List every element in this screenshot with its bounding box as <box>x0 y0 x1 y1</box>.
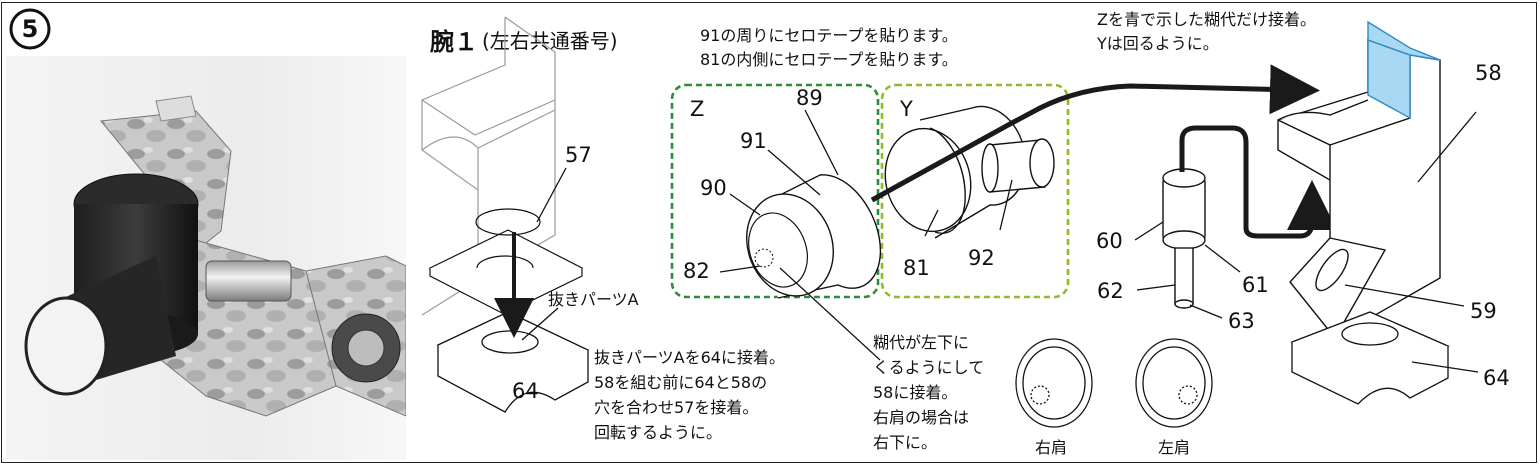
group-y-label: Y <box>899 97 913 121</box>
part-60-cylinder <box>1162 168 1206 250</box>
label-left-shoulder: 左肩 <box>1158 438 1190 457</box>
label-91: 91 <box>740 129 767 153</box>
note-bl-4: 回転するように。 <box>594 423 722 442</box>
leader-glue-note <box>779 267 881 361</box>
label-60: 60 <box>1096 229 1123 253</box>
main-assembly-arrow <box>870 64 1320 203</box>
label-64-left: 64 <box>512 379 539 403</box>
note-bm-4: 右肩の場合は <box>873 408 969 427</box>
leader-58 <box>1417 111 1477 183</box>
part-64-right <box>1290 311 1450 405</box>
leader-60 <box>1134 221 1164 241</box>
photo-top-tab <box>155 95 197 122</box>
label-81: 81 <box>903 256 930 280</box>
leader-part-a <box>521 307 559 341</box>
note-glue-2: Yは回るように。 <box>1096 34 1219 53</box>
note-tape-1: 91の周りにセロテープを貼ります。 <box>700 26 958 45</box>
leader-63 <box>1189 304 1223 319</box>
diagram-title: 腕１ <box>429 28 478 56</box>
part-57-disc <box>475 208 541 236</box>
label-58: 58 <box>1475 61 1502 85</box>
photo-tube-opening <box>24 296 108 396</box>
label-92: 92 <box>968 246 995 270</box>
label-57: 57 <box>565 143 592 167</box>
leader-57 <box>536 167 567 223</box>
note-bm-2: くるようにして <box>873 358 984 377</box>
label-right-shoulder: 右肩 <box>1035 438 1067 457</box>
right-shoulder-diagram <box>1015 338 1093 428</box>
leader-91 <box>767 149 821 196</box>
note-tape-2: 81の内側にセロテープを貼ります。 <box>700 50 958 69</box>
note-bm-3: 58に接着。 <box>873 383 957 402</box>
label-59: 59 <box>1470 299 1497 323</box>
leader-92 <box>999 179 1013 231</box>
leader-90 <box>729 193 761 216</box>
leader-82 <box>719 265 761 273</box>
part-62-rod <box>1174 247 1194 309</box>
label-62: 62 <box>1097 279 1124 303</box>
label-part-a: 抜きパーツA <box>548 290 639 309</box>
note-bl-2: 58を組む前に64と58の <box>594 373 767 392</box>
part-58-slot <box>1315 248 1349 292</box>
label-61: 61 <box>1242 273 1269 297</box>
photo-metal-cylinder <box>205 260 292 302</box>
part-90-inner <box>748 212 808 288</box>
leader-61 <box>1204 244 1241 273</box>
leader-81 <box>924 209 939 237</box>
note-bm-5: 右下に。 <box>873 433 937 452</box>
label-64-right: 64 <box>1483 366 1510 390</box>
label-90: 90 <box>700 176 727 200</box>
leader-89 <box>804 109 839 176</box>
secondary-arrow <box>1179 125 1337 239</box>
leader-64-right <box>1411 361 1479 373</box>
leader-62 <box>1136 284 1176 291</box>
note-bm-1: 糊代が左下に <box>873 333 969 352</box>
note-glue-1: Zを青で示した糊代だけ接着。 <box>1097 10 1316 29</box>
part-58-frame <box>1277 39 1441 339</box>
label-63: 63 <box>1228 309 1255 333</box>
assembly-photo <box>6 56 406 460</box>
part-81-ring <box>884 105 1027 239</box>
note-bl-3: 穴を合わせ57を接着。 <box>594 398 758 417</box>
group-z-label: Z <box>690 97 704 121</box>
leader-59 <box>1344 284 1465 307</box>
group-z-box <box>670 83 880 299</box>
glue-tab-marker <box>754 248 774 268</box>
part-91-cylinder <box>746 174 882 299</box>
left-shoulder-diagram <box>1135 338 1213 428</box>
group-y-box <box>880 83 1070 299</box>
diagram-subtitle: (左右共通番号) <box>482 29 618 53</box>
photo-joint-hub <box>347 329 385 367</box>
step-badge: 5 <box>9 8 51 50</box>
step-circle <box>9 8 51 50</box>
step-number: 5 <box>22 15 39 43</box>
note-bl-1: 抜きパーツAを64に接着。 <box>594 348 785 367</box>
part-92-tube <box>981 138 1055 193</box>
label-89: 89 <box>796 86 823 110</box>
label-82: 82 <box>683 259 710 283</box>
glue-area-58-top <box>1367 20 1441 61</box>
